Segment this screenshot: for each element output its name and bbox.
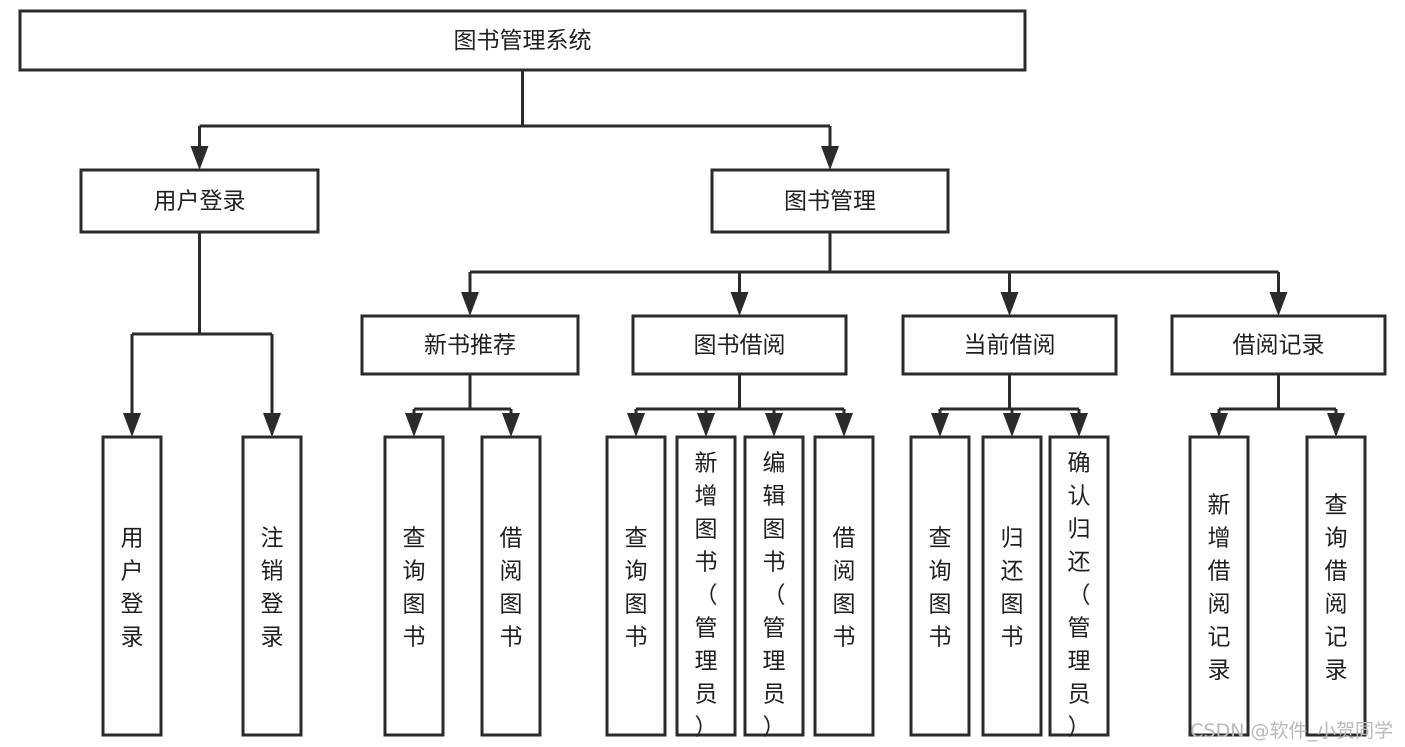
node-leaf-confirm-return[interactable]: 确认归还（管理员）	[1048, 435, 1110, 741]
node-leaf-query-book-3[interactable]: 查询图书	[909, 435, 971, 737]
node-leaf-edit-book[interactable]: 编辑图书（管理员）	[743, 435, 805, 741]
node-root[interactable]: 图书管理系统	[18, 9, 1027, 72]
node-leaf-add-book-label: 新增图书（管理员）	[695, 451, 718, 741]
node-leaf-confirm-return-label: 确认归还（管理员）	[1068, 451, 1091, 741]
node-book-borrow[interactable]: 图书借阅	[631, 314, 848, 376]
node-root-rect	[18, 9, 1027, 72]
node-leaf-user-logout-rect	[241, 435, 303, 737]
node-leaf-borrow-book-1[interactable]: 借阅图书	[480, 435, 542, 737]
node-leaf-query-record-label: 查询借阅记录	[1325, 493, 1348, 684]
node-book-borrow-rect	[631, 314, 848, 376]
connector-layer	[123, 70, 1345, 437]
node-leaf-return-book-rect	[981, 435, 1043, 737]
arrow-down-icon-l3-3-leaf-0	[1210, 413, 1228, 437]
node-leaf-add-book[interactable]: 新增图书（管理员）	[675, 435, 737, 741]
node-layer: 图书管理系统用户登录图书管理新书推荐图书借阅当前借阅借阅记录用户登录注销登录查询…	[18, 9, 1387, 741]
node-leaf-return-book-label: 归还图书	[1001, 526, 1024, 651]
node-leaf-query-book-2[interactable]: 查询图书	[605, 435, 667, 737]
node-book-borrow-label: 图书借阅	[694, 333, 786, 359]
node-book-manage-rect	[710, 168, 950, 234]
node-leaf-query-record[interactable]: 查询借阅记录	[1305, 435, 1367, 737]
node-leaf-add-record-label: 新增借阅记录	[1208, 493, 1231, 684]
node-leaf-add-record[interactable]: 新增借阅记录	[1188, 435, 1250, 737]
node-leaf-add-record-rect	[1188, 435, 1250, 737]
node-user-login[interactable]: 用户登录	[79, 168, 320, 234]
node-borrow-record[interactable]: 借阅记录	[1170, 314, 1387, 376]
node-leaf-edit-book-label: 编辑图书（管理员）	[763, 451, 786, 741]
node-current-borrow[interactable]: 当前借阅	[901, 314, 1118, 376]
arrow-down-icon-root-1	[821, 146, 839, 170]
arrow-down-icon-root-0	[190, 146, 209, 170]
arrow-down-icon-l3-2-leaf-2	[1070, 413, 1088, 437]
node-leaf-add-book-rect	[675, 435, 737, 737]
node-leaf-edit-book-rect	[743, 435, 805, 737]
arrow-down-icon-l3-1-leaf-2	[765, 413, 783, 437]
arrow-down-icon-l3-1-leaf-3	[835, 413, 853, 437]
arrow-down-icon-l3-1	[730, 292, 749, 316]
node-leaf-query-book-1[interactable]: 查询图书	[383, 435, 445, 737]
node-leaf-query-book-2-rect	[605, 435, 667, 737]
arrow-down-icon-userlogin-leaf-0	[123, 413, 141, 437]
arrow-down-icon-l3-2-leaf-1	[1003, 413, 1021, 437]
arrow-down-icon-l3-0	[461, 292, 479, 316]
arrow-down-icon-userlogin-leaf-1	[263, 413, 281, 437]
node-user-login-label: 用户登录	[154, 189, 246, 215]
arrow-down-icon-l3-2	[1000, 292, 1019, 316]
node-user-login-rect	[79, 168, 320, 234]
node-leaf-return-book[interactable]: 归还图书	[981, 435, 1043, 737]
node-borrow-record-label: 借阅记录	[1233, 333, 1325, 359]
node-root-label: 图书管理系统	[454, 28, 592, 54]
node-leaf-query-book-1-label: 查询图书	[403, 526, 426, 651]
node-leaf-borrow-book-1-rect	[480, 435, 542, 737]
arrow-down-icon-l3-3	[1269, 292, 1288, 316]
arrow-down-icon-l3-1-leaf-1	[697, 413, 715, 437]
node-leaf-confirm-return-rect	[1048, 435, 1110, 737]
node-leaf-user-login[interactable]: 用户登录	[101, 435, 163, 737]
arrow-down-icon-l3-0-leaf-1	[502, 413, 520, 437]
node-leaf-borrow-book-1-label: 借阅图书	[500, 526, 523, 651]
node-leaf-query-book-3-rect	[909, 435, 971, 737]
node-leaf-query-book-2-label: 查询图书	[625, 526, 648, 651]
node-book-manage[interactable]: 图书管理	[710, 168, 950, 234]
node-current-borrow-rect	[901, 314, 1118, 376]
node-leaf-user-login-label: 用户登录	[121, 526, 144, 651]
node-leaf-query-book-3-label: 查询图书	[929, 526, 952, 651]
node-new-book-recommend[interactable]: 新书推荐	[360, 314, 580, 376]
node-leaf-user-logout-label: 注销登录	[261, 526, 284, 651]
node-new-book-recommend-label: 新书推荐	[424, 333, 516, 359]
node-leaf-query-book-1-rect	[383, 435, 445, 737]
watermark: CSDN @软件_小贺同学	[1190, 720, 1393, 742]
node-leaf-borrow-book-2[interactable]: 借阅图书	[813, 435, 875, 737]
arrow-down-icon-l3-0-leaf-0	[405, 413, 423, 437]
arrow-down-icon-l3-3-leaf-1	[1327, 413, 1345, 437]
node-leaf-borrow-book-2-label: 借阅图书	[833, 526, 856, 651]
arrow-down-icon-l3-1-leaf-0	[627, 413, 645, 437]
node-leaf-query-record-rect	[1305, 435, 1367, 737]
node-current-borrow-label: 当前借阅	[964, 333, 1056, 359]
node-leaf-user-logout[interactable]: 注销登录	[241, 435, 303, 737]
arrow-down-icon-l3-2-leaf-0	[931, 413, 949, 437]
node-borrow-record-rect	[1170, 314, 1387, 376]
node-new-book-recommend-rect	[360, 314, 580, 376]
node-leaf-user-login-rect	[101, 435, 163, 737]
node-leaf-borrow-book-2-rect	[813, 435, 875, 737]
node-book-manage-label: 图书管理	[784, 189, 876, 215]
